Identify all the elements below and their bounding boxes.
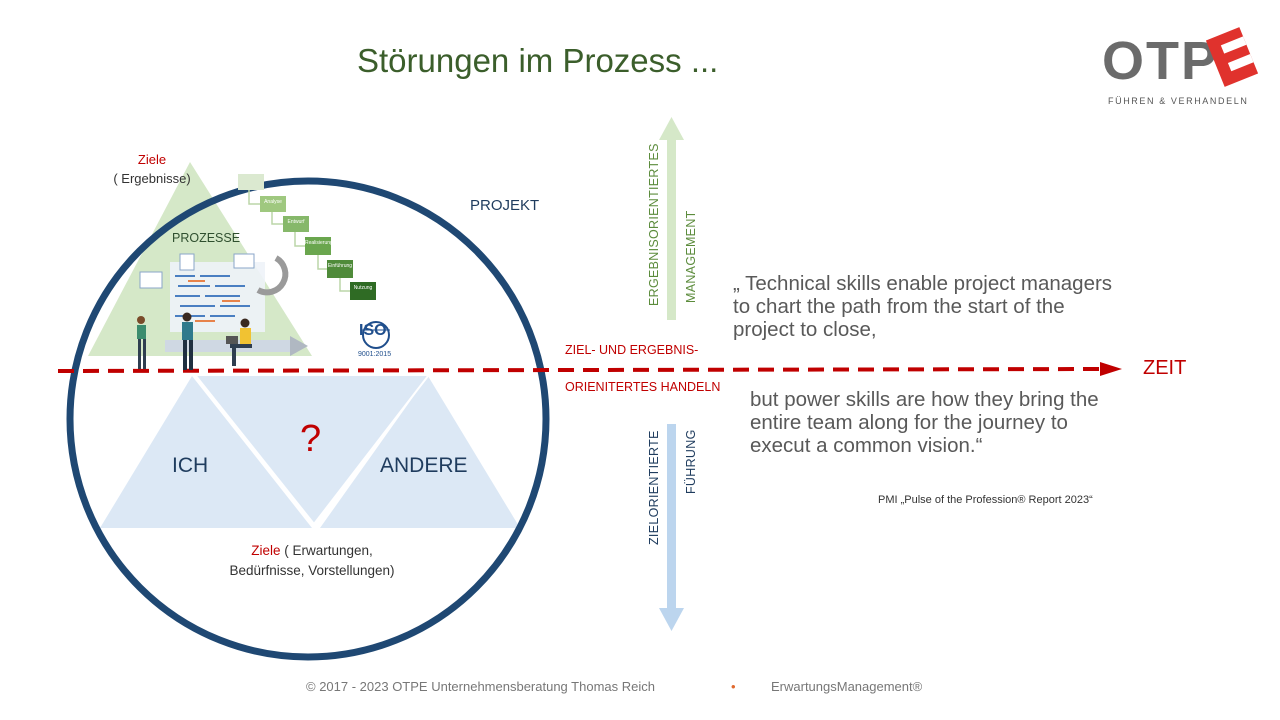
prozesse-label: PROZESSE	[172, 231, 241, 245]
logo-e-icon	[1206, 27, 1258, 87]
process-illustration	[137, 174, 390, 370]
quote-source: PMI „Pulse of the Profession® Report 202…	[878, 494, 1093, 506]
slide-title: Störungen im Prozess ...	[357, 42, 719, 79]
axis-down-label-2: FÜHRUNG	[684, 429, 698, 494]
person-right	[226, 318, 252, 366]
ergebnisse-word: ( Ergebnisse)	[113, 171, 191, 186]
axis-up-label-2: MANAGEMENT	[684, 210, 698, 303]
step-label: Nutzung	[353, 285, 373, 291]
andere-label: ANDERE	[380, 454, 468, 477]
step-label: Analyse	[264, 199, 282, 205]
step-label: Realisierung	[305, 240, 333, 246]
footer-trademark: ErwartungsManagement®	[771, 679, 923, 694]
iso-label: ISO	[359, 322, 387, 339]
logo-word: OTP	[1102, 31, 1220, 91]
footer-copyright: © 2017 - 2023 OTPE Unternehmensberatung …	[306, 679, 655, 694]
logo-subtitle: FÜHREN & VERHANDELN	[1108, 96, 1249, 106]
projekt-label: PROJEKT	[470, 197, 540, 214]
axis-up-label-1: ERGEBNISORIENTIERTES	[647, 143, 661, 306]
step-label: Einführung	[327, 263, 353, 269]
ziele-bottom-line2: Bedürfnisse, Vorstellungen)	[229, 563, 395, 578]
down-arrow	[659, 424, 684, 631]
ziele-bottom-word: Ziele	[251, 543, 281, 558]
andere-triangle	[320, 376, 520, 528]
quote-part-2: but power skills are how they bring the …	[750, 388, 1099, 457]
ziele-top-label: Ziele ( Ergebnisse)	[112, 150, 192, 188]
person-middle	[182, 312, 193, 370]
iso-subtitle: 9001:2015	[358, 351, 392, 358]
ich-triangle	[100, 376, 312, 528]
time-arrow	[57, 362, 1122, 376]
quote-part-1: „ Technical skills enable project manage…	[733, 272, 1113, 341]
axis-down-label-1: ZIELORIENTIERTE	[647, 430, 661, 545]
ziele-bottom-label: Ziele ( Erwartungen, Bedürfnisse, Vorste…	[212, 541, 412, 581]
up-arrow	[659, 117, 684, 320]
iso-badge	[362, 321, 390, 349]
step-label: Entwurf	[287, 219, 305, 225]
ich-label: ICH	[172, 454, 209, 477]
zeit-label: ZEIT	[1143, 357, 1187, 379]
ziele-top-word: Ziele	[137, 152, 167, 167]
middle-triangle	[196, 376, 428, 524]
otpe-logo: OTP FÜHREN & VERHANDELN	[1102, 26, 1262, 110]
ziele-bottom-rest: ( Erwartungen,	[284, 543, 373, 558]
person-left	[137, 316, 146, 369]
question-mark: ?	[300, 418, 322, 460]
project-circle	[66, 177, 550, 661]
handeln-label-1: ZIEL- UND ERGEBNIS-	[565, 343, 699, 357]
handeln-label-2: ORIENITERTES HANDELN	[565, 380, 721, 394]
footer-bullet: •	[731, 679, 736, 694]
